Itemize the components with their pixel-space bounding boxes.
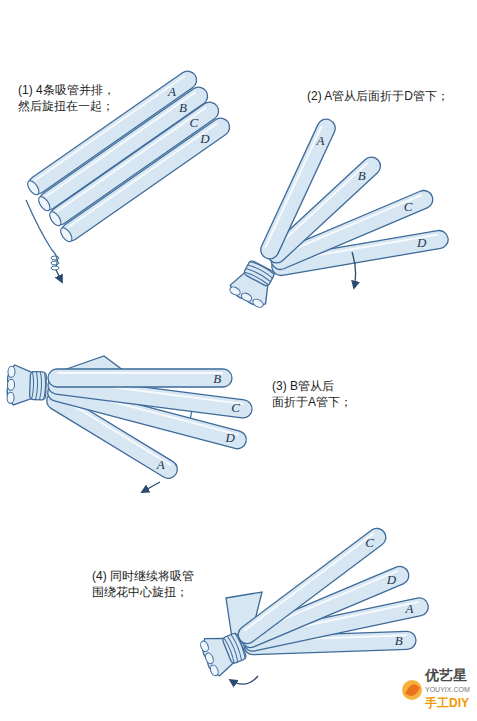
straw — [258, 116, 338, 262]
straw-letter: C — [190, 116, 199, 129]
straw-letter: C — [231, 401, 240, 414]
straw-letter: D — [200, 132, 209, 145]
straw-letter: B — [179, 101, 187, 114]
straw-letter: D — [417, 236, 426, 249]
straw-letter: D — [387, 573, 396, 586]
straw-letter: C — [404, 200, 413, 213]
step-instruction: (3) B管从后 面折于A管下； — [272, 378, 364, 410]
straw-letter: A — [316, 134, 324, 147]
twist-cord — [51, 256, 59, 260]
step-instruction: (2) A管从后面折于D管下； — [307, 88, 475, 104]
twisted-knot — [7, 365, 47, 406]
step-instruction: (1) 4条吸管并排， 然后旋扭在一起； — [18, 82, 136, 114]
watermark: YOUYIX.COM — [425, 686, 470, 693]
straw-letter: A — [406, 602, 414, 615]
twisted-knot — [227, 257, 280, 310]
straw-letter: D — [225, 431, 234, 444]
motion-arrow — [142, 482, 160, 492]
twisted-knot — [199, 627, 250, 679]
straw — [48, 369, 232, 387]
watermark-logo — [402, 680, 422, 700]
straw-letter: C — [365, 536, 374, 549]
watermark: 优艺星 — [425, 668, 467, 682]
motion-arrow — [56, 270, 62, 282]
twist-cord — [51, 261, 59, 265]
watermark: 手工DIY — [425, 697, 469, 709]
straw-letter: B — [395, 634, 403, 647]
straw-letter: B — [358, 169, 366, 182]
motion-arrow — [352, 252, 356, 288]
motion-arrow — [230, 676, 258, 684]
twist-cord — [51, 266, 59, 270]
straw — [235, 525, 390, 647]
straw-letter: B — [213, 372, 221, 385]
straw-letter: A — [168, 85, 176, 98]
step-instruction: (4) 同时继续将吸管 围绕花中心旋扭； — [92, 568, 214, 600]
straw-letter: A — [157, 458, 165, 471]
